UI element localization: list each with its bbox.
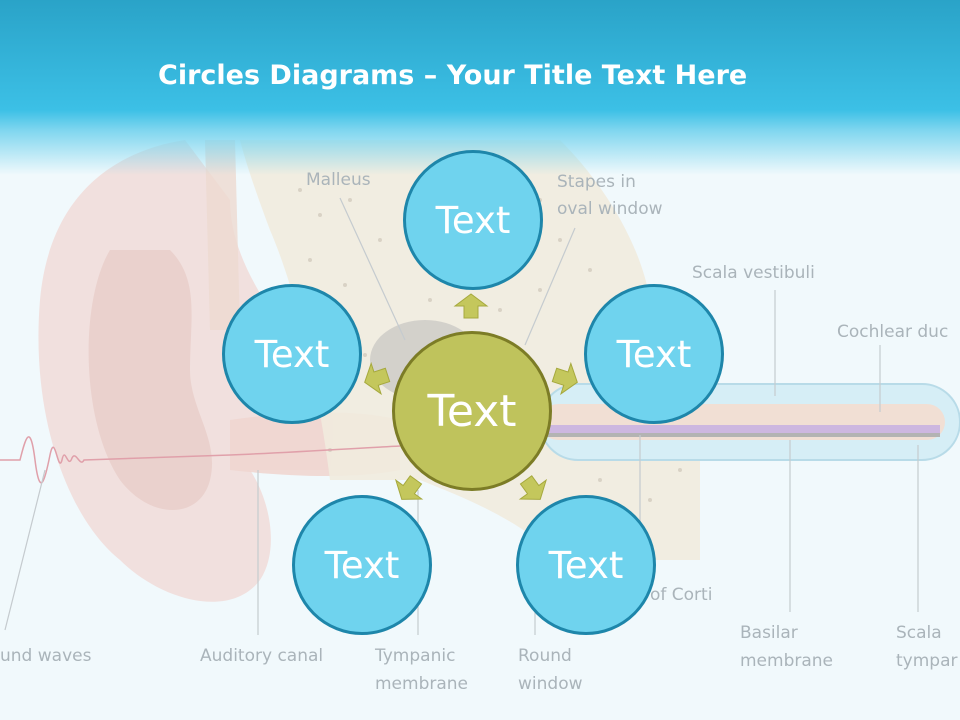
header-band [0, 0, 960, 175]
label-sound-waves: und waves [0, 646, 92, 666]
arrow-upper-right [551, 361, 578, 396]
label-tympanic-line2: membrane [375, 674, 469, 694]
circle-lower-left[interactable]: Text [292, 495, 432, 635]
circle-lower-right-label: Text [548, 543, 624, 587]
arrow-upper-left [364, 361, 391, 396]
arrow-lower-left [394, 475, 424, 500]
label-basilar-line2: membrane [740, 651, 834, 671]
label-round-line1: Round [518, 646, 572, 666]
label-organ-of-corti: of Corti [650, 585, 713, 605]
circle-upper-left[interactable]: Text [222, 284, 362, 424]
circle-lower-right[interactable]: Text [516, 495, 656, 635]
label-cochlear-duct: Cochlear duc [837, 322, 949, 342]
label-scala-vestibuli: Scala vestibuli [692, 263, 815, 283]
circle-top-label: Text [435, 198, 511, 242]
title-dash: – [414, 60, 447, 91]
label-stapes-line2: oval window [557, 199, 663, 219]
arrow-up [453, 293, 489, 319]
circle-upper-left-label: Text [254, 332, 330, 376]
label-round-line2: window [518, 674, 583, 694]
label-basilar-line1: Basilar [740, 623, 798, 643]
title-rest: Your Title Text Here [446, 60, 748, 91]
circle-lower-left-label: Text [324, 543, 400, 587]
label-malleus: Malleus [306, 170, 371, 190]
circle-upper-right-label: Text [616, 332, 692, 376]
label-scala-tympani-line1: Scala [896, 623, 942, 643]
label-tympanic-line1: Tympanic [375, 646, 456, 666]
circle-center-label: Text [427, 385, 517, 437]
label-scala-tympani-line2: tympar [896, 651, 958, 671]
label-auditory-canal: Auditory canal [200, 646, 324, 666]
circle-upper-right[interactable]: Text [584, 284, 724, 424]
circle-center[interactable]: Text [392, 331, 552, 491]
label-stapes-line1: Stapes in [557, 172, 636, 192]
title-bold-part: Circles Diagrams [158, 60, 415, 91]
slide-title: Circles Diagrams – Your Title Text Here [158, 54, 747, 98]
circle-top[interactable]: Text [403, 150, 543, 290]
arrow-lower-right [518, 475, 548, 500]
